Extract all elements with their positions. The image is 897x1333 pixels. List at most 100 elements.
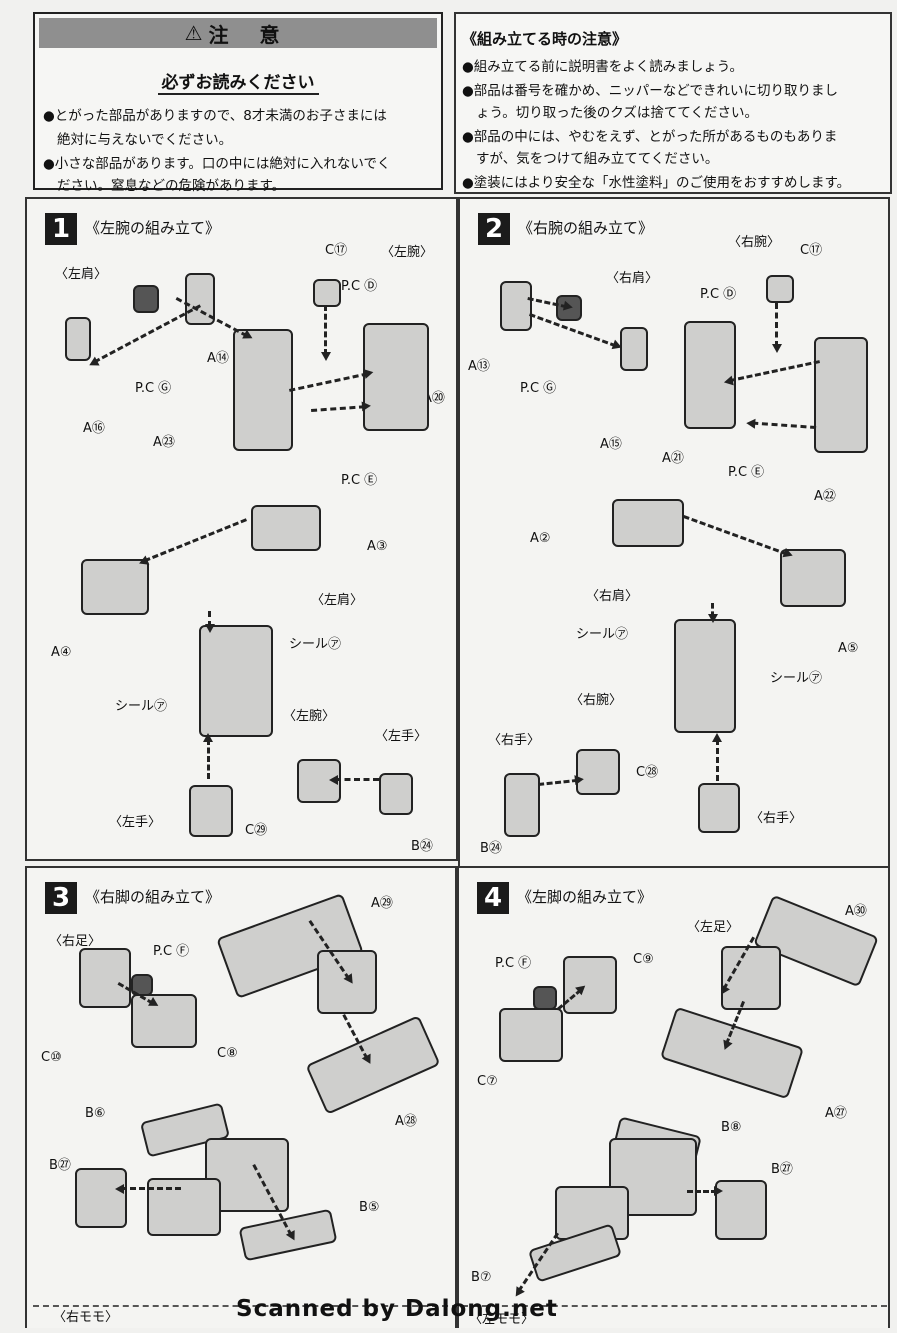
part-label: A㉗	[825, 1106, 847, 1121]
ankle-part	[131, 994, 197, 1048]
part-label: A③	[367, 539, 388, 554]
hand-cover-part	[504, 773, 540, 837]
part-label: A㉓	[153, 435, 175, 450]
part-label: P.C Ⓔ	[341, 473, 378, 488]
part-label: 〈右肩〉	[606, 271, 659, 286]
part-label: 〈右腕〉	[728, 235, 781, 250]
joint-cap-part	[766, 275, 794, 303]
arm-armor-part	[814, 337, 868, 453]
assembly-arrow	[93, 304, 201, 364]
polycap-part	[533, 986, 557, 1010]
part-label: 〈左腕〉	[381, 245, 434, 260]
part-label: C⑦	[477, 1074, 498, 1089]
assembly-arrow	[335, 778, 379, 781]
forearm-part	[674, 619, 736, 733]
knee-part	[317, 950, 377, 1014]
part-label: B⑧	[721, 1120, 742, 1135]
step-title: 《左腕の組み立て》	[85, 219, 221, 237]
step-title: 《右脚の組み立て》	[85, 888, 221, 906]
part-label: A㉘	[395, 1114, 417, 1129]
warning-line-4: ださい。窒息などの危険があります。	[57, 178, 286, 194]
leg-armor-part	[305, 1015, 441, 1115]
assembly-arrow	[687, 1186, 723, 1196]
shoulder-joint-part	[620, 327, 648, 371]
part-label: シール㋐	[115, 699, 168, 714]
shoulder-joint-part	[65, 317, 91, 361]
part-label: A④	[51, 645, 72, 660]
part-label: A㉒	[814, 489, 836, 504]
part-label: C㉘	[636, 765, 659, 780]
step-number: 2	[478, 213, 510, 245]
caution-line-5: すが、気をつけて組み立ててください。	[476, 151, 719, 167]
part-label: 〈左肩〉	[55, 267, 108, 282]
warning-header: ⚠ 注 意	[39, 18, 437, 48]
part-label: 〈左肩〉	[311, 593, 364, 608]
part-label: B㉗	[771, 1162, 793, 1177]
hand-part	[698, 783, 740, 833]
forearm-part	[199, 625, 273, 737]
assembly-arrow	[207, 739, 210, 779]
part-label: A⑬	[468, 359, 490, 374]
part-label: A㉚	[845, 904, 867, 919]
part-label: シール㋐	[289, 637, 342, 652]
part-label: 〈左腕〉	[283, 709, 336, 724]
assembly-arrow	[208, 611, 211, 627]
warning-subtitle: 必ずお読みください	[35, 68, 441, 95]
part-label: 〈左手〉	[109, 815, 162, 830]
part-label: P.C Ⓖ	[520, 381, 557, 396]
shoulder-block-part	[251, 505, 321, 551]
part-label: A㉙	[371, 896, 393, 911]
part-label: B㉔	[411, 839, 433, 854]
leg-armor-part	[659, 1006, 805, 1100]
caution-line-6: ●塗装にはより安全な「水性塗料」のご使用をおすすめします。	[462, 175, 851, 191]
assembly-arrow	[711, 603, 714, 617]
warning-line-2: 絶対に与えないでください。	[57, 132, 233, 148]
assembly-arrow	[682, 515, 788, 556]
shoulder-part	[500, 281, 532, 331]
hand-part	[189, 785, 233, 837]
part-label: 〈右肩〉	[586, 589, 639, 604]
step-1-panel: 1 《左腕の組み立て》 〈左肩〉 A⑭ P.C Ⓖ A⑯ C⑰ 〈左腕〉 P.C…	[25, 197, 458, 861]
part-label: 〈右モモ〉	[53, 1310, 119, 1325]
caution-line-2: ●部品は番号を確かめ、ニッパーなどできれいに切り取りまし	[462, 83, 839, 99]
assembly-arrow	[324, 305, 327, 355]
ankle-part	[499, 1008, 563, 1062]
part-label: P.C Ⓕ	[153, 944, 190, 959]
assembly-arrow	[538, 778, 579, 786]
step-3-panel: 3 《右脚の組み立て》 A㉙ 〈右足〉 P.C Ⓕ C⑩ C⑧ A㉘ B⑥ B㉗…	[25, 866, 457, 1328]
part-label: B㉗	[49, 1158, 71, 1173]
step-4-panel: 4 《左脚の組み立て》 〈左足〉 A㉚ P.C Ⓕ C⑨ C⑦ A㉗ B⑧ B㉗…	[457, 866, 890, 1328]
part-label: P.C Ⓓ	[341, 279, 378, 294]
knee-armor-part	[715, 1180, 767, 1240]
polycap-part	[133, 285, 159, 313]
shoulder-armor-part	[81, 559, 149, 615]
part-label: シール㋐	[770, 671, 823, 686]
step-number: 1	[45, 213, 77, 245]
foot-joint-part	[79, 948, 131, 1008]
warning-triangle-icon: ⚠	[184, 21, 203, 45]
warning-title: 注 意	[208, 22, 292, 47]
foot-joint-part	[563, 956, 617, 1014]
arm-frame-part	[684, 321, 736, 429]
part-label: 〈左手〉	[375, 729, 428, 744]
part-label: 〈左モモ〉	[469, 1312, 535, 1327]
caution-title: 《組み立てる時の注意》	[462, 30, 628, 48]
scan-credit: Scanned by Dalong.net	[236, 1296, 558, 1322]
caution-line-4: ●部品の中には、やむをえず、とがった所があるものもありま	[462, 129, 838, 145]
assembly-arrow	[729, 360, 820, 383]
assembly-caution-box: 《組み立てる時の注意》 ●組み立てる前に説明書をよく読みましょう。 ●部品は番号…	[454, 12, 892, 194]
knee-part	[721, 946, 781, 1010]
part-label: A㉑	[662, 451, 684, 466]
part-label: C⑨	[633, 952, 654, 967]
warning-line-1: ●とがった部品がありますので、8才未満のお子さまには	[43, 108, 387, 124]
caution-line-1: ●組み立てる前に説明書をよく読みましょう。	[462, 59, 743, 75]
part-label: P.C Ⓓ	[700, 287, 737, 302]
hand-cover-part	[379, 773, 413, 815]
part-label: A⑭	[207, 351, 229, 366]
assembly-arrow	[289, 372, 368, 392]
part-label: 〈右足〉	[49, 934, 102, 949]
joint-cap-part	[313, 279, 341, 307]
part-label: C⑧	[217, 1046, 238, 1061]
caution-line-3: ょう。切り取った後のクズは捨ててください。	[476, 105, 759, 121]
warning-line-3: ●小さな部品があります。口の中には絶対に入れないでく	[43, 156, 391, 172]
